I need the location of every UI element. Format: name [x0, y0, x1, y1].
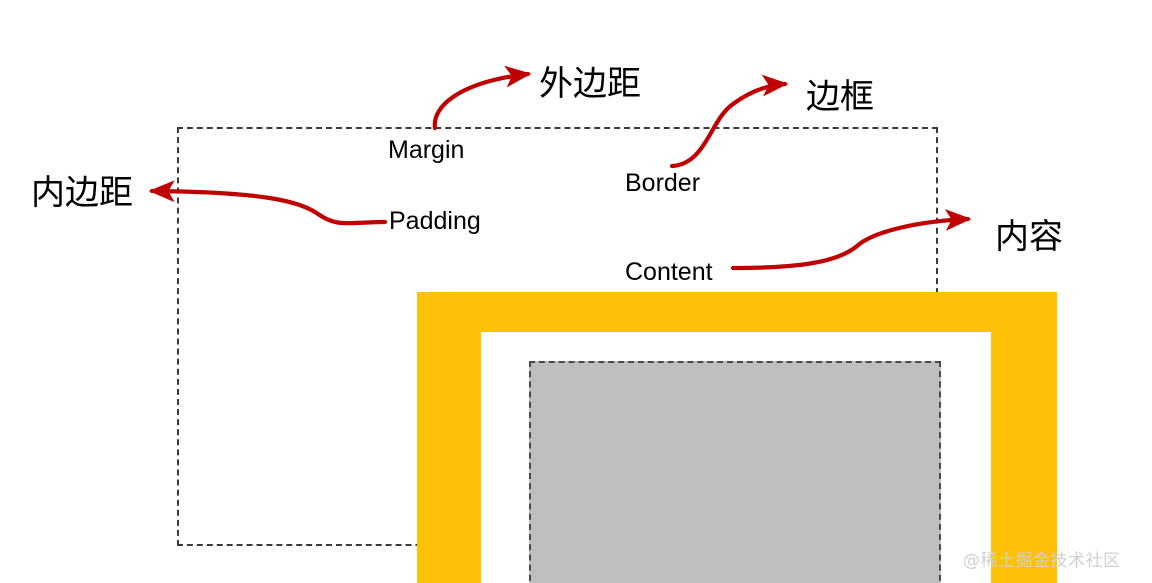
- content-box: [529, 361, 941, 583]
- margin-box: [177, 127, 1057, 583]
- margin-label-cn: 外边距: [539, 64, 641, 104]
- border-label-en: Border: [625, 169, 701, 197]
- margin-arrow: [432, 65, 532, 131]
- content-label-cn: 内容: [995, 217, 1063, 257]
- border-label-cn: 边框: [806, 77, 874, 117]
- watermark: @稀土掘金技术社区: [963, 551, 1121, 571]
- padding-label-en: Padding: [389, 207, 481, 235]
- padding-label-cn: 内边距: [31, 173, 133, 213]
- margin-label-en: Margin: [388, 136, 465, 164]
- content-label-en: Content: [625, 258, 713, 286]
